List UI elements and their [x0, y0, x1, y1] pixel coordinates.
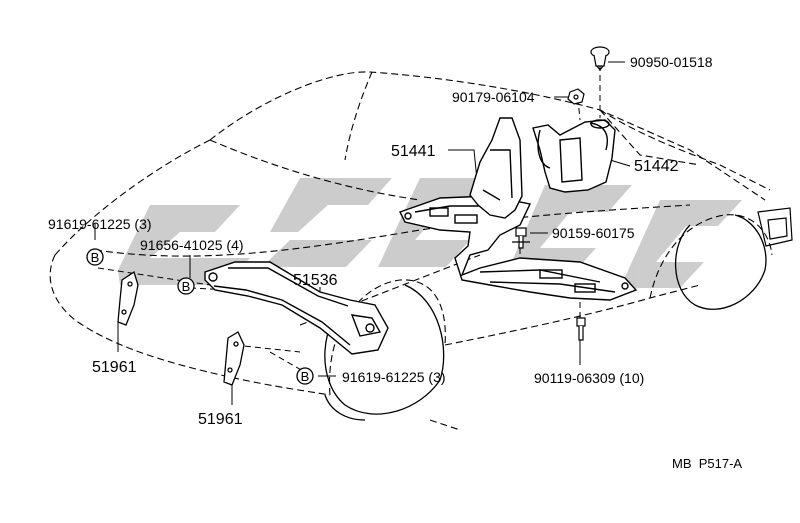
label-bracket-right: 51442 [634, 158, 679, 175]
b-marker-left-mid: B [177, 277, 195, 295]
label-bracket-left: 51441 [391, 143, 436, 160]
car-body-outline [49, 71, 773, 431]
bracket-51441 [469, 117, 523, 219]
stay-51961-bottom [223, 331, 245, 386]
label-bolt-left-mid: 91656-41025 (4) [140, 237, 244, 253]
watermark-logo [118, 178, 742, 288]
label-screw-bottom: 90119-06309 (10) [534, 370, 644, 386]
bracket-51442 [532, 119, 616, 193]
svg-text:B: B [91, 250, 100, 265]
b-marker-left-top: B [86, 248, 104, 266]
rear-tire [674, 214, 767, 310]
bolt-90159 [512, 227, 530, 249]
label-crossmember: 51536 [293, 272, 338, 289]
svg-text:B: B [182, 279, 191, 294]
label-stay-bottom: 51961 [198, 411, 243, 428]
svg-text:B: B [301, 369, 310, 384]
label-stay-left: 51961 [92, 359, 137, 376]
clip-90950 [590, 46, 610, 71]
nut-90179 [567, 88, 585, 105]
screw-90119 [576, 317, 586, 341]
label-clip-top: 90950-01518 [630, 54, 713, 70]
rear-light [757, 207, 793, 247]
stay-51961-left [117, 270, 139, 326]
b-marker-bottom: B [296, 367, 314, 385]
label-bolt-left-top: 91619-61225 (3) [48, 216, 152, 232]
label-bolt-bottom: 91619-61225 (3) [342, 369, 446, 385]
label-bolt-mid: 90159-60175 [552, 225, 635, 241]
crossmember-51536 [204, 261, 389, 355]
reference-code: MB P517-A [672, 456, 742, 471]
label-nut-top: 90179-06104 [452, 89, 535, 105]
